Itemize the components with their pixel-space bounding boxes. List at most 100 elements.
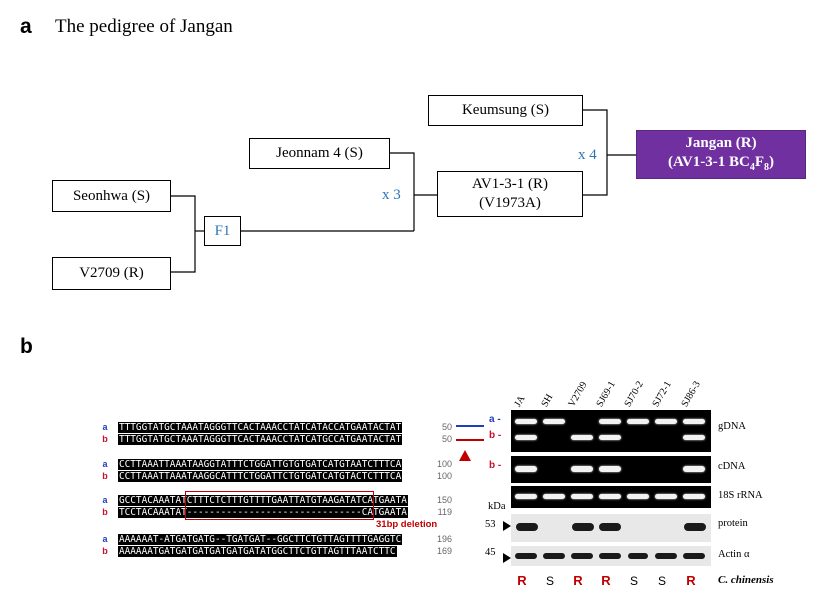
jeonnam-box: Jeonnam 4 (S) bbox=[249, 138, 390, 169]
blot-band bbox=[543, 553, 565, 559]
actin-blot bbox=[511, 546, 711, 566]
blot-band bbox=[684, 523, 706, 531]
actin-label: Actin α bbox=[718, 549, 750, 560]
phenotype-resistant: R bbox=[686, 573, 696, 588]
blot-band bbox=[655, 553, 677, 559]
seq-label-b: b bbox=[102, 507, 108, 517]
seq-num: 169 bbox=[436, 546, 452, 556]
phenotype-susceptible: S bbox=[629, 574, 638, 588]
seq-label-b: b bbox=[102, 471, 108, 481]
seq-row-a: CCTTAAATTAAATAAGGTATTTCTGGATTGTGTGATCATG… bbox=[118, 459, 403, 470]
seq-num: 196 bbox=[436, 534, 452, 544]
seq-row-b: CCTTAAATTAAATAAGGCATTTCTGGATTCTGTGATCATG… bbox=[118, 471, 403, 482]
blot-band bbox=[628, 553, 648, 559]
seq-row-b: TCCTACAAATAT----------------------------… bbox=[118, 507, 408, 518]
cdna-label: cDNA bbox=[718, 461, 746, 472]
rrna-label: 18S rRNA bbox=[718, 490, 763, 501]
keumsung-box: Keumsung (S) bbox=[428, 95, 583, 126]
cdna-gel bbox=[511, 456, 711, 483]
gel-band bbox=[599, 494, 621, 499]
seq-label-a: a bbox=[102, 422, 108, 432]
blot-band bbox=[683, 553, 705, 559]
protein-blot bbox=[511, 514, 711, 542]
seq-num: 50 bbox=[441, 422, 452, 432]
phenotype-resistant: R bbox=[601, 573, 611, 588]
gel-band bbox=[515, 494, 537, 499]
gel-band bbox=[683, 435, 705, 440]
gel-band bbox=[627, 494, 649, 499]
gel-band bbox=[515, 435, 537, 440]
pedigree-title: The pedigree of Jangan bbox=[55, 16, 233, 37]
seq-row-b: AAAAAATGATGATGATGATGATGATATGGCTTCTGTTAGT… bbox=[118, 546, 397, 557]
gel-band bbox=[627, 419, 649, 424]
keumsung-label: Keumsung (S) bbox=[461, 102, 550, 119]
blot-band bbox=[516, 523, 538, 531]
seq-row-a: TTTGGTATGCTAAATAGGGTTCACTAAACCTATCATACCA… bbox=[118, 422, 403, 433]
v1973a-label: (V1973A) bbox=[479, 195, 541, 211]
blot-band bbox=[515, 553, 537, 559]
gel-band bbox=[543, 494, 565, 499]
gel-band bbox=[571, 435, 593, 440]
seq-label-b: b bbox=[102, 434, 108, 444]
cdna-marker-b: b - bbox=[489, 460, 502, 471]
f1-label: F1 bbox=[214, 222, 231, 239]
jangan-generation: (AV1-3-1 BC4F8) bbox=[668, 154, 774, 174]
blot-band bbox=[599, 523, 621, 531]
seq-row-a: AAAAAAT-ATGATGATG--TGATGAT--GGCTTCTGTTAG… bbox=[118, 534, 403, 545]
seq-row-b: TTTGGTATGCTAAATAGGGTTCACTAAACCTATCATGCCA… bbox=[118, 434, 403, 445]
snp-arrow-icon bbox=[459, 450, 471, 461]
jeonnam-label: Jeonnam 4 (S) bbox=[276, 145, 363, 162]
gdna-marker-a: a - bbox=[489, 414, 501, 425]
v2709-box: V2709 (R) bbox=[52, 257, 171, 290]
gdna-gel bbox=[511, 410, 711, 452]
gel-band bbox=[683, 466, 705, 472]
gel-band bbox=[655, 419, 677, 424]
species-label: C. chinensis bbox=[718, 574, 774, 586]
phenotype-susceptible: S bbox=[657, 574, 666, 588]
rrna-gel bbox=[511, 486, 711, 508]
seq-num: 100 bbox=[436, 471, 452, 481]
cross-x3-label: x 3 bbox=[382, 187, 401, 203]
av1-3-1-label: AV1-3-1 (R) bbox=[472, 176, 548, 193]
seq-label-a: a bbox=[102, 459, 108, 469]
blot-band bbox=[599, 553, 621, 559]
seq-label-b: b bbox=[102, 546, 108, 556]
seonhwa-box: Seonhwa (S) bbox=[52, 180, 171, 212]
protein-label: protein bbox=[718, 518, 748, 529]
seq-num: 119 bbox=[437, 507, 452, 517]
jangan-box: Jangan (R) (AV1-3-1 BC4F8) bbox=[636, 130, 806, 179]
gel-band bbox=[571, 466, 593, 472]
kda-45-label: 45 bbox=[485, 547, 496, 558]
seq-num: 150 bbox=[436, 495, 452, 505]
blot-band bbox=[572, 523, 594, 531]
gel-band bbox=[599, 435, 621, 440]
gel-band bbox=[515, 466, 537, 472]
gel-band bbox=[599, 419, 621, 424]
v2709-label: V2709 (R) bbox=[79, 265, 144, 282]
seq-num: 50 bbox=[441, 434, 452, 444]
gel-band bbox=[515, 419, 537, 424]
gdna-marker-b: b - bbox=[489, 430, 502, 441]
seonhwa-label: Seonhwa (S) bbox=[72, 187, 151, 204]
f1-box: F1 bbox=[204, 216, 241, 246]
gel-band bbox=[683, 419, 705, 424]
gel-band bbox=[655, 494, 677, 499]
panel-a-letter: a bbox=[20, 15, 32, 38]
panel-b-letter: b bbox=[20, 335, 33, 358]
gel-band bbox=[571, 494, 593, 499]
av1-3-1-box: AV1-3-1 (R) (V1973A) bbox=[437, 171, 583, 217]
seq-row-a: GCCTACAAATATCTTTCTCTTTGTTTTGAATTATGTAAGA… bbox=[118, 495, 408, 506]
phenotype-resistant: R bbox=[517, 573, 527, 588]
gel-band bbox=[543, 419, 565, 424]
kda-45-arrow-icon bbox=[503, 553, 511, 563]
gel-band bbox=[599, 466, 621, 472]
kda-53-label: 53 bbox=[485, 519, 496, 530]
gel-band bbox=[683, 494, 705, 499]
seq-num: 100 bbox=[436, 459, 452, 469]
phenotype-susceptible: S bbox=[545, 574, 554, 588]
seq-label-a: a bbox=[102, 534, 108, 544]
cross-x4-label: x 4 bbox=[578, 147, 597, 163]
deletion-highlight-box bbox=[185, 491, 374, 520]
